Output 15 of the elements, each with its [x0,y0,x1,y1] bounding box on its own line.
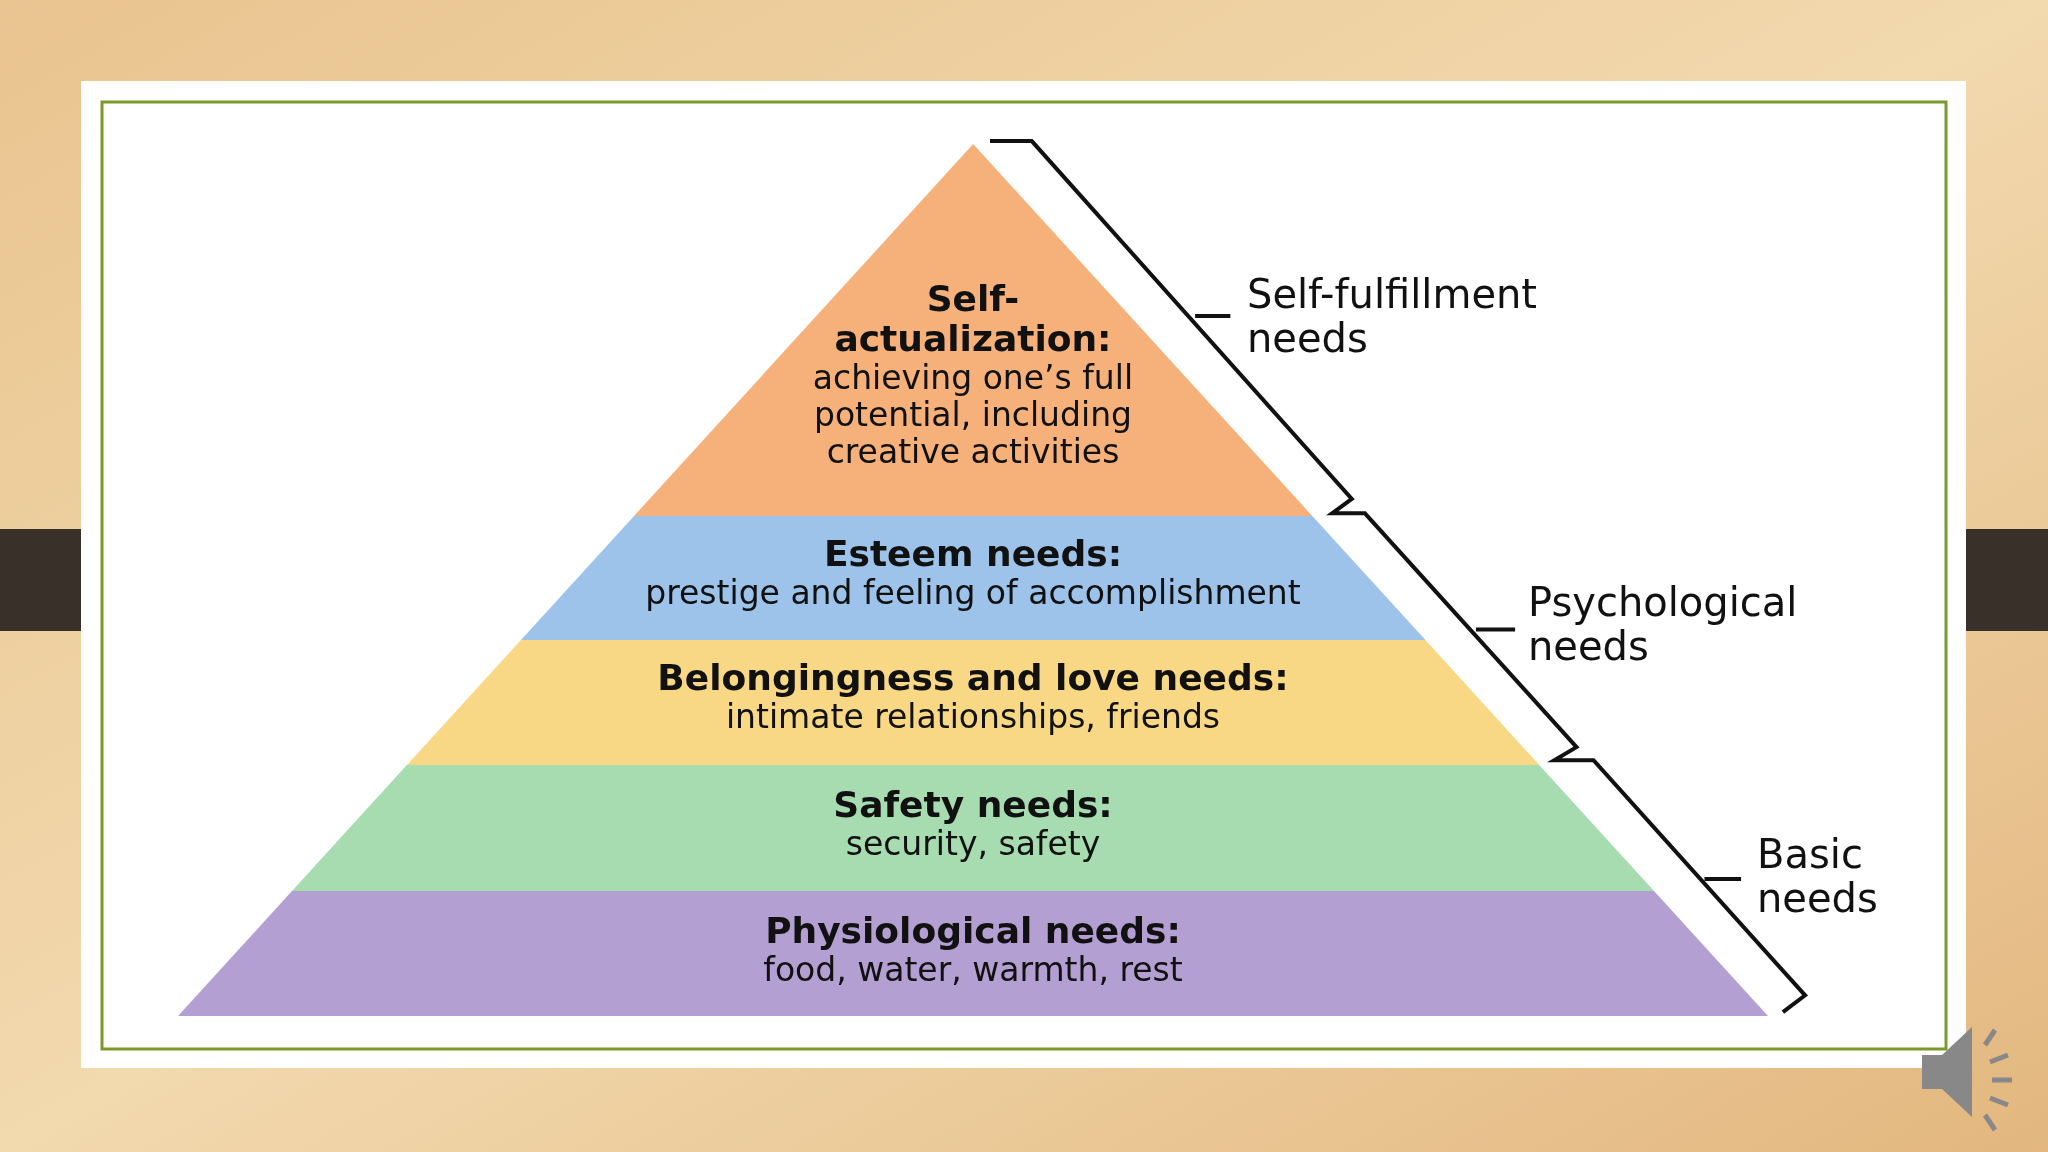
level-description: achieving one’s full potential, including creative activities [811,359,1135,470]
level-description: food, water, warmth, rest [762,951,1184,988]
level-title: Esteem needs: [822,534,1124,574]
pyramid-level [291,765,1654,891]
bracket-label: Psychological needs [1528,580,1799,668]
level-title: Self-actualization: [833,279,1113,359]
bracket-label: Self-fulfillment needs [1247,272,1539,360]
level-description: intimate relationships, friends [724,698,1222,735]
bracket-label: Basic needs [1757,832,1879,920]
level-title: Belongingness and love needs: [656,658,1290,698]
level-description: security, safety [844,825,1102,862]
level-description: prestige and feeling of accomplishment [644,574,1302,611]
level-title: Safety needs: [832,785,1114,825]
pyramid-level [520,516,1426,640]
level-title: Physiological needs: [764,911,1182,951]
